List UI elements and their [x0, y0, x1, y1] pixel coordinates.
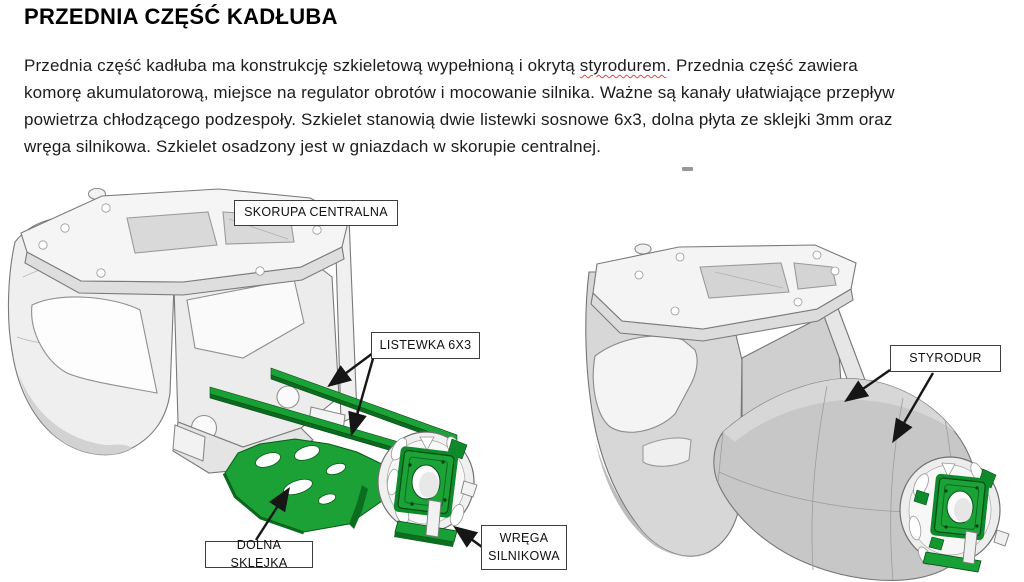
body-paragraph: Przednia część kadłuba ma konstrukcję sz…: [24, 52, 895, 160]
shell-mid-frame: [172, 217, 358, 474]
callout-skorupa-centralna: SKORUPA CENTRALNA: [234, 200, 398, 226]
figure-skeleton-in-shell: [7, 187, 483, 548]
paragraph-line-4: wręga silnikowa. Szkielet osadzony jest …: [24, 137, 602, 156]
top-deck-plate-right: [590, 243, 857, 342]
stray-mark: [682, 167, 693, 171]
callout-styrodur: STYRODUR: [890, 345, 1001, 372]
front-bulkhead-face: [899, 456, 1010, 573]
bottom-plywood-plate: [222, 438, 387, 535]
line1-text-a: Przednia część kadłuba ma konstrukcję sz…: [24, 56, 580, 75]
paragraph-line-1: Przednia część kadłuba ma konstrukcję sz…: [24, 52, 895, 79]
line1-text-b: . Przednia część zawiera: [666, 56, 858, 75]
paragraph-line-3: powietrza chłodzącego podzespoły. Szkiel…: [24, 110, 893, 129]
motor-bulkhead: [377, 431, 478, 547]
callout-wrega-silnikowa: WRĘGA SILNIKOWA: [481, 525, 567, 570]
leader-arrows-left: [254, 352, 483, 548]
callout-dolna-sklejka: DOLNA SKLEJKA: [205, 538, 313, 570]
callout-listewka-6x3: LISTEWKA 6X3: [371, 332, 480, 359]
page-title: PRZEDNIA CZĘŚĆ KADŁUBA: [24, 4, 338, 29]
paragraph-line-2: komorę akumulatorową, miejsce na regulat…: [24, 83, 895, 102]
pine-strips-6x3: [209, 367, 458, 468]
leader-arrows-right: [844, 369, 935, 444]
misspelled-word: styrodurem: [579, 56, 667, 75]
figure-styrodur-nose: [585, 243, 1010, 581]
